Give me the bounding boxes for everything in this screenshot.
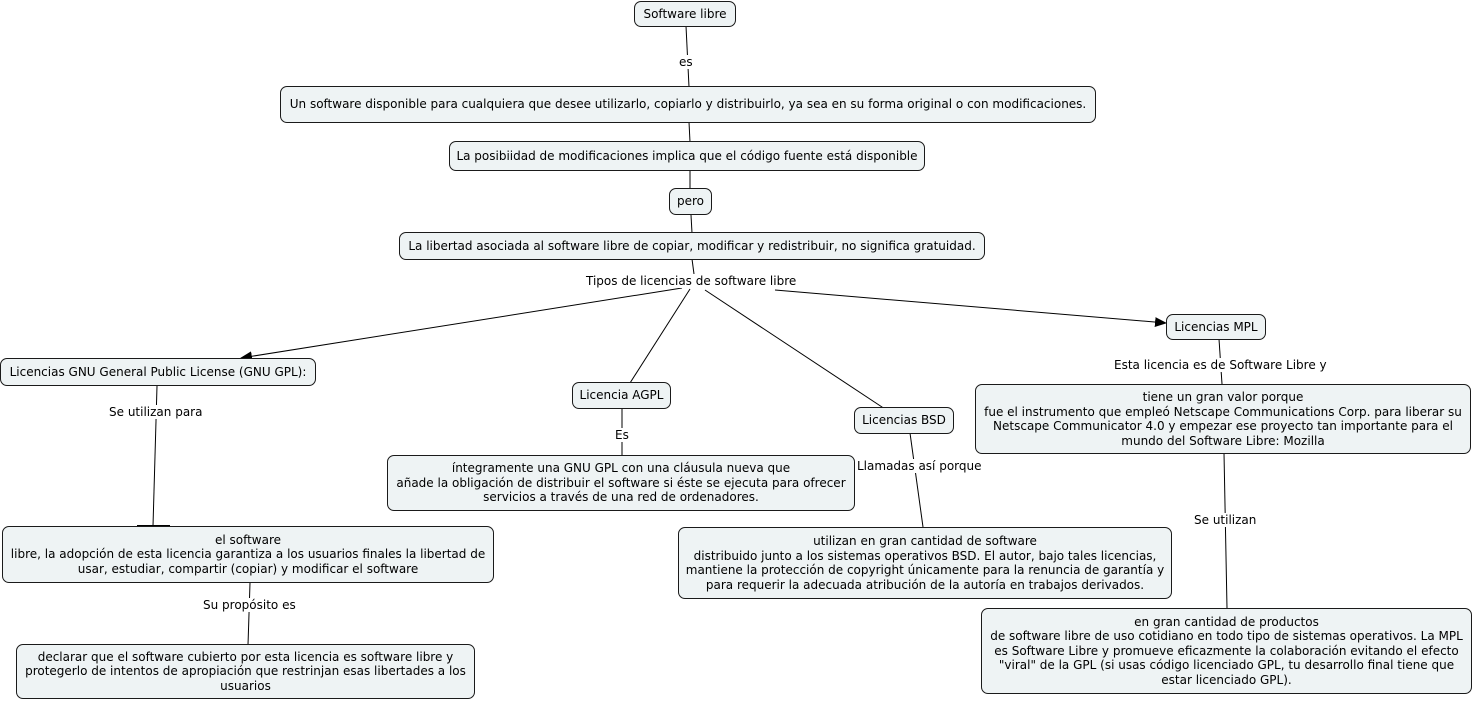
node-modifications[interactable]: La posibiidad de modificaciones implica … [449, 141, 925, 171]
link-label-mpl-use: Se utilizan [1193, 513, 1258, 527]
link-label-gpl-purpose: Su propósito es [202, 598, 297, 612]
node-freedom[interactable]: La libertad asociada al software libre d… [399, 232, 985, 260]
node-gpl-description[interactable]: el software libre, la adopción de esta l… [2, 526, 494, 583]
line-freedom-tipos [691, 258, 695, 275]
link-label-bsd-reason: Llamadas así porque [856, 459, 983, 473]
node-mpl-use[interactable]: en gran cantidad de productos de softwar… [981, 608, 1472, 694]
node-agpl[interactable]: Licencia AGPL [572, 382, 671, 409]
node-gpl[interactable]: Licencias GNU General Public License (GN… [0, 358, 316, 386]
link-label-es: es [678, 55, 694, 69]
link-label-tipos: Tipos de licencias de software libre [585, 274, 798, 288]
arrow-tipos-gpl [240, 287, 683, 362]
node-agpl-description[interactable]: íntegramente una GNU GPL con una cláusul… [387, 455, 855, 511]
link-label-gpl-use: Se utilizan para [108, 405, 204, 419]
line-pero-freedom [690, 214, 693, 234]
line-tipos-bsd [704, 289, 886, 410]
link-label-mpl-is: Esta licencia es de Software Libre y [1113, 358, 1328, 372]
node-bsd[interactable]: Licencias BSD [854, 407, 954, 434]
node-mpl-value[interactable]: tiene un gran valor porque fue el instru… [975, 384, 1471, 454]
node-gpl-purpose[interactable]: declarar que el software cubierto por es… [16, 644, 475, 699]
line-tipos-agpl [629, 288, 691, 384]
arrow-tipos-mpl [774, 289, 1167, 328]
node-definition[interactable]: Un software disponible para cualquiera q… [280, 86, 1096, 123]
node-software-libre[interactable]: Software libre [634, 1, 736, 27]
line-mpl-use [1223, 452, 1228, 609]
line-definition-modifications [688, 121, 691, 143]
line-gpldesc-purpose [247, 582, 251, 646]
line-bsd-desc [909, 432, 924, 528]
node-pero[interactable]: pero [669, 188, 712, 215]
node-bsd-description[interactable]: utilizan en gran cantidad de software di… [678, 527, 1172, 599]
node-mpl[interactable]: Licencias MPL [1166, 314, 1266, 340]
link-label-agpl-es: Es [614, 428, 630, 442]
